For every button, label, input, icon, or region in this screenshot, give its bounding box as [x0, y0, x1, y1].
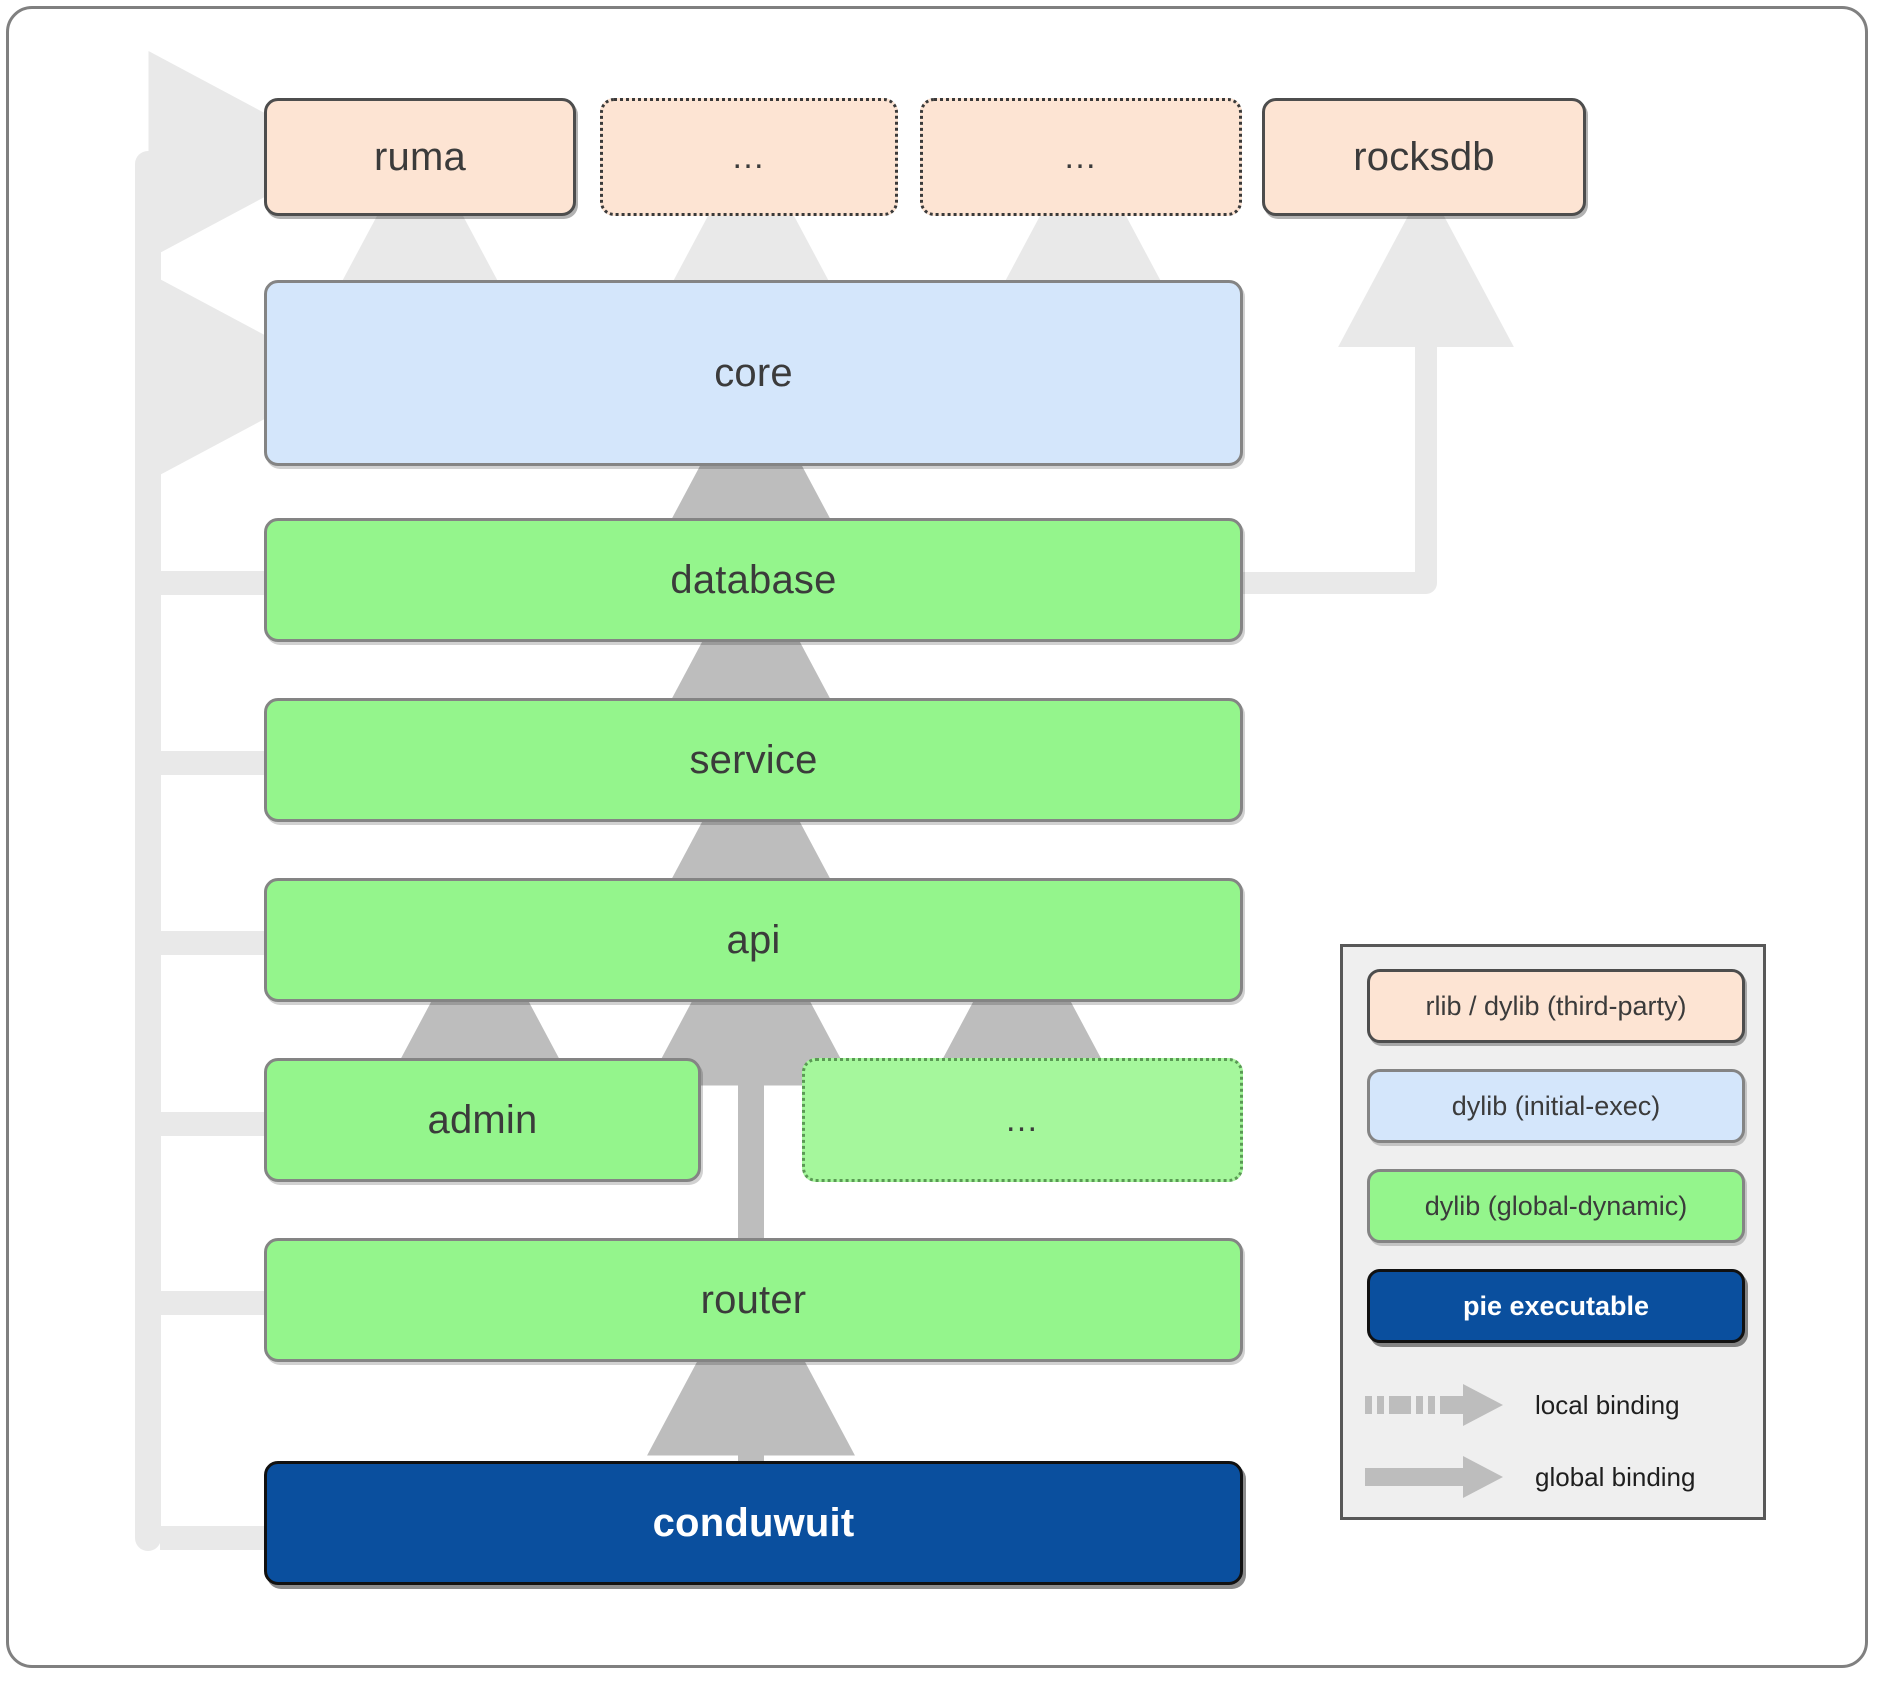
node-dots-top-1-label: …	[731, 137, 767, 176]
legend-key-global-binding-label: global binding	[1535, 1461, 1696, 1492]
legend-chip-third-party[interactable]: rlib / dylib (third-party)	[1367, 969, 1745, 1043]
legend-key-global-binding: global binding	[1363, 1447, 1749, 1507]
legend-chip-initial-exec-label: dylib (initial-exec)	[1451, 1090, 1661, 1121]
node-admin[interactable]: admin	[264, 1058, 701, 1182]
node-database[interactable]: database	[264, 518, 1243, 642]
solid-arrow-icon	[1363, 1454, 1513, 1500]
node-rocksdb-label: rocksdb	[1353, 134, 1495, 179]
node-ruma[interactable]: ruma	[264, 98, 576, 216]
node-service[interactable]: service	[264, 698, 1243, 822]
node-dots-admin-label: …	[1004, 1100, 1041, 1139]
node-core[interactable]: core	[264, 280, 1243, 466]
node-admin-label: admin	[427, 1097, 538, 1142]
node-dots-admin[interactable]: …	[802, 1058, 1243, 1182]
node-router[interactable]: router	[264, 1238, 1243, 1362]
legend-chip-pie-executable-label: pie executable	[1462, 1290, 1650, 1321]
node-api[interactable]: api	[264, 878, 1243, 1002]
node-rocksdb[interactable]: rocksdb	[1262, 98, 1586, 216]
legend-chip-pie-executable[interactable]: pie executable	[1367, 1269, 1745, 1343]
node-api-label: api	[726, 917, 781, 962]
node-dots-top-2-label: …	[1063, 137, 1099, 176]
node-database-label: database	[670, 557, 837, 602]
node-dots-top-1[interactable]: …	[600, 98, 898, 216]
node-conduwuit[interactable]: conduwuit	[264, 1461, 1243, 1585]
legend-key-local-binding-label: local binding	[1535, 1389, 1680, 1420]
node-service-label: service	[689, 737, 818, 782]
legend-chip-third-party-label: rlib / dylib (third-party)	[1425, 990, 1687, 1021]
node-ruma-label: ruma	[374, 134, 466, 179]
node-router-label: router	[700, 1277, 807, 1322]
legend-chip-global-dynamic[interactable]: dylib (global-dynamic)	[1367, 1169, 1745, 1243]
legend-panel: rlib / dylib (third-party) dylib (initia…	[1340, 944, 1766, 1520]
node-dots-top-2[interactable]: …	[920, 98, 1242, 216]
dashed-arrow-icon	[1363, 1382, 1513, 1428]
legend-chip-global-dynamic-label: dylib (global-dynamic)	[1424, 1190, 1688, 1221]
legend-chip-initial-exec[interactable]: dylib (initial-exec)	[1367, 1069, 1745, 1143]
node-core-label: core	[714, 350, 793, 395]
legend-key-local-binding: local binding	[1363, 1375, 1749, 1435]
node-conduwuit-label: conduwuit	[652, 1500, 855, 1545]
